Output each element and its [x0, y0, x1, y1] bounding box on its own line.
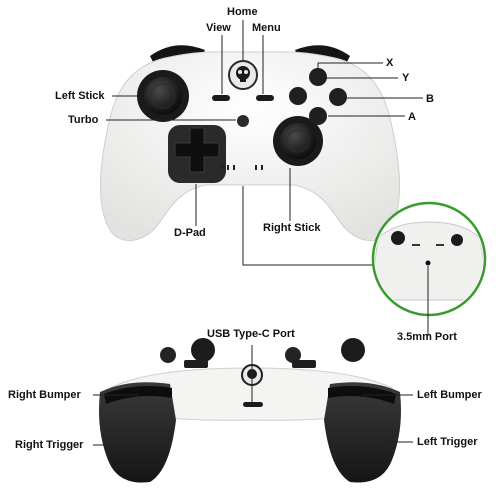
audio-port-label: 3.5mm Port: [397, 331, 457, 343]
audio-port-inset: [371, 201, 487, 336]
y-label: Y: [402, 72, 410, 84]
left-stick[interactable]: [137, 70, 189, 122]
a-label: A: [408, 111, 416, 123]
left-trigger-label: Left Trigger: [417, 436, 478, 448]
b-button[interactable]: [329, 88, 347, 106]
x-label: X: [386, 57, 394, 69]
turbo-button[interactable]: [237, 115, 249, 127]
right-stick-label: Right Stick: [263, 222, 321, 234]
usb-port: [243, 402, 263, 407]
home-label: Home: [227, 6, 258, 18]
callout-lines-top: [106, 20, 423, 266]
left-stick-label: Left Stick: [55, 90, 105, 102]
x-button[interactable]: [309, 68, 327, 86]
d-pad[interactable]: [168, 125, 226, 183]
audio-port: [425, 260, 431, 266]
right-bumper-label: Right Bumper: [8, 389, 81, 401]
a-button[interactable]: [309, 107, 327, 125]
left-bumper-label: Left Bumper: [417, 389, 482, 401]
b-label: B: [426, 93, 434, 105]
right-stick[interactable]: [273, 116, 323, 166]
left-trigger[interactable]: [324, 382, 401, 483]
controller-top-view: [100, 45, 400, 241]
usb-port-label: USB Type-C Port: [207, 328, 295, 340]
skull-logo-icon: [236, 66, 250, 82]
right-trigger-label: Right Trigger: [15, 439, 84, 451]
y-button[interactable]: [289, 87, 307, 105]
home-button[interactable]: [228, 60, 258, 90]
d-pad-label: D-Pad: [174, 227, 206, 239]
view-label: View: [206, 22, 231, 34]
menu-button[interactable]: [256, 95, 274, 101]
right-trigger[interactable]: [99, 382, 176, 483]
menu-label: Menu: [252, 22, 281, 34]
view-button[interactable]: [212, 95, 230, 101]
led-indicators: [221, 165, 263, 170]
callout-lines-bottom: [93, 345, 413, 446]
controller-bottom-view: [99, 338, 401, 483]
turbo-label: Turbo: [68, 114, 99, 126]
face-buttons: [289, 68, 347, 125]
